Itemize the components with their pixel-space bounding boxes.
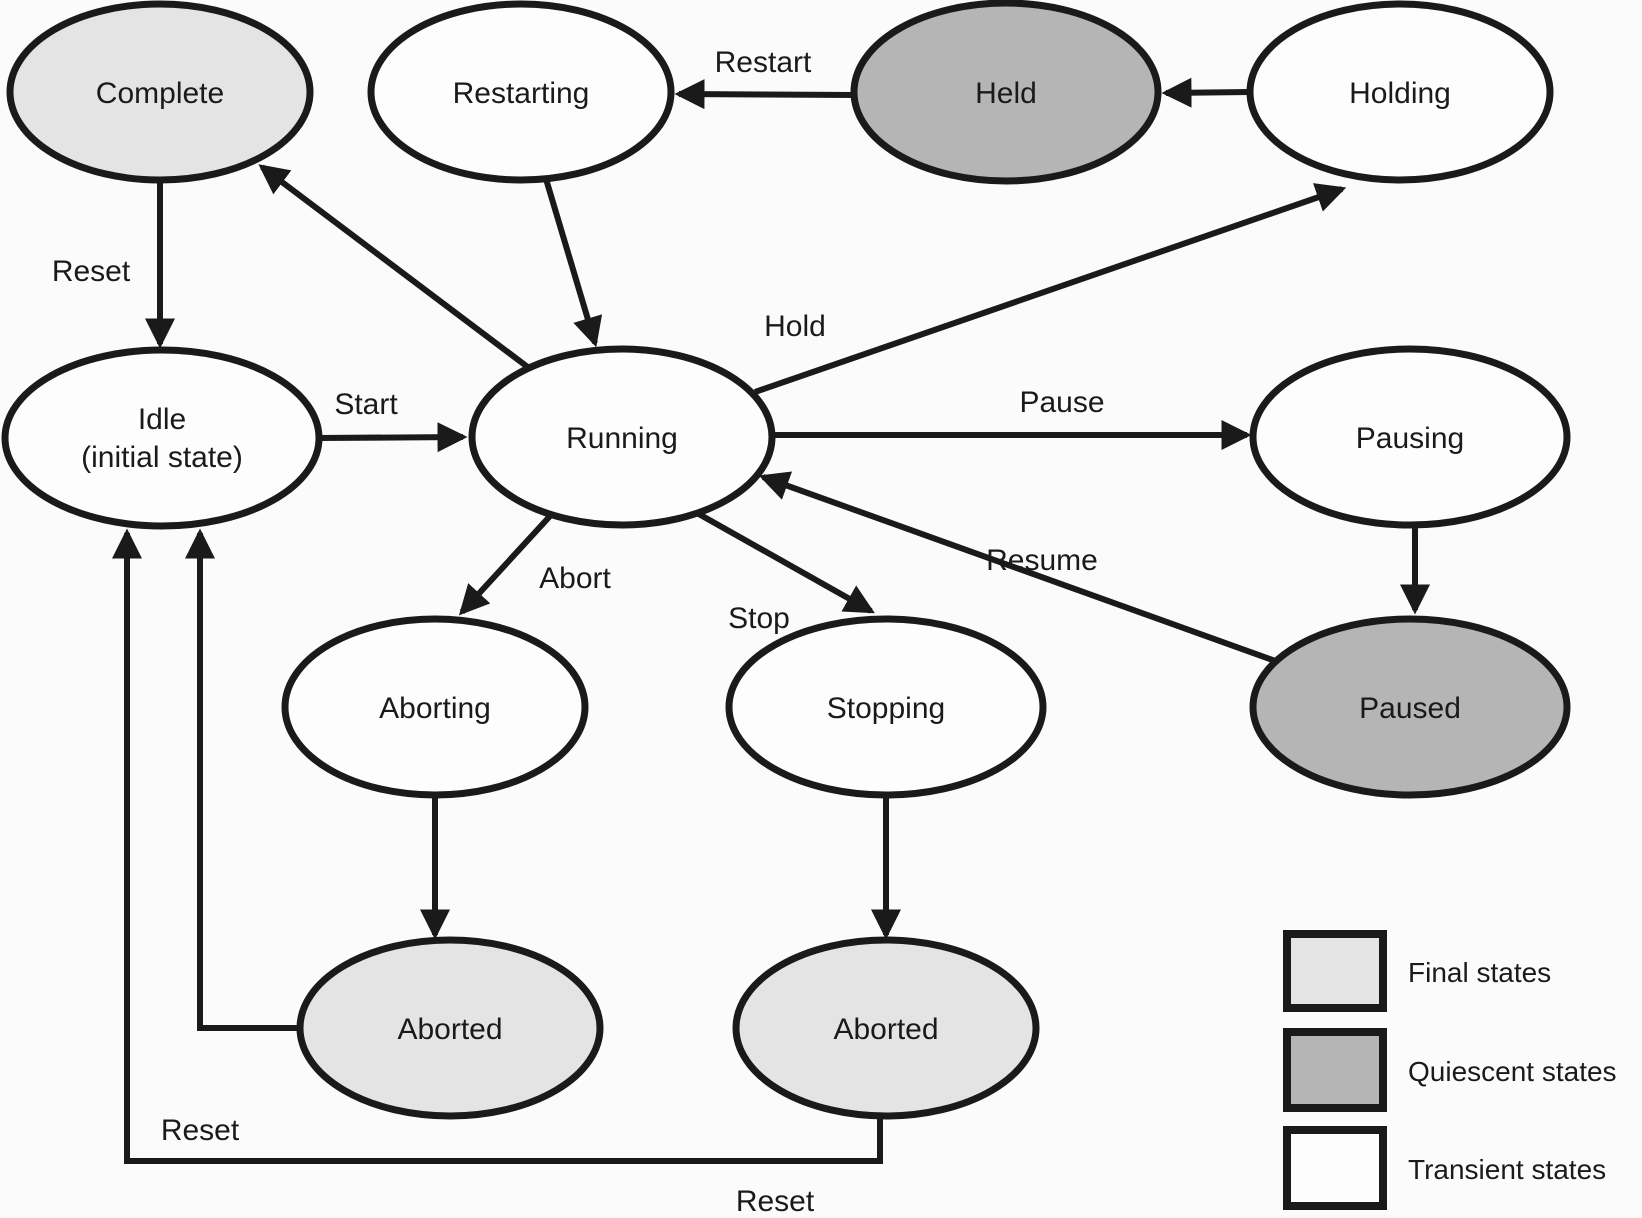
- transition-label-hold: Hold: [764, 310, 826, 343]
- state-running: Running: [468, 345, 776, 529]
- legend-transient-swatch: [1283, 1126, 1387, 1210]
- legend-final-swatch: [1283, 930, 1387, 1012]
- transition-label-start: Start: [334, 388, 398, 421]
- state-aborting-label: Aborting: [379, 692, 491, 725]
- transition-aborted2-to-idle-arrow: [112, 528, 883, 1164]
- legend-quiescent-swatch: [1283, 1028, 1387, 1112]
- transition-idle-to-running-arrow: [318, 422, 468, 453]
- state-aborted-right-ellipse: [732, 936, 1040, 1120]
- transition-label-reset-complete: Reset: [52, 255, 131, 288]
- transitions: Reset Restart Hold Start Pause Resume Ab…: [52, 46, 1430, 1218]
- legend-transient-label: Transient states: [1408, 1154, 1606, 1185]
- state-held-ellipse: [850, 0, 1162, 185]
- transition-label-restart: Restart: [715, 46, 812, 79]
- transition-label-reset-stopped: Reset: [736, 1185, 815, 1218]
- legend-final-label: Final states: [1408, 957, 1551, 988]
- states: Complete Restarting Held Holding Idle (i…: [1, 0, 1571, 1120]
- state-stopping-label: Stopping: [827, 692, 945, 725]
- state-idle-label: Idle: [138, 403, 186, 436]
- state-restarting-ellipse: [367, 0, 675, 184]
- state-running-label: Running: [566, 422, 678, 455]
- state-aborted-right-label: Aborted: [833, 1013, 938, 1046]
- state-aborted-left-label: Aborted: [397, 1013, 502, 1046]
- state-stopping: Stopping: [725, 615, 1047, 799]
- state-complete-label: Complete: [96, 77, 224, 110]
- transition-holding-to-held-arrow: [1161, 77, 1251, 108]
- state-paused-ellipse: [1249, 615, 1571, 799]
- state-restarting: Restarting: [367, 0, 675, 184]
- state-aborted-right: Aborted: [732, 936, 1040, 1120]
- state-pausing: Pausing: [1249, 345, 1571, 529]
- state-aborted-left-ellipse: [296, 936, 604, 1120]
- state-pausing-ellipse: [1249, 345, 1571, 529]
- state-paused: Paused: [1249, 615, 1571, 799]
- transition-label-abort: Abort: [539, 562, 611, 595]
- state-pausing-label: Pausing: [1356, 422, 1464, 455]
- transition-label-pause: Pause: [1019, 386, 1104, 419]
- legend-quiescent-label: Quiescent states: [1408, 1056, 1617, 1087]
- state-paused-label: Paused: [1359, 692, 1461, 725]
- state-idle: Idle (initial state): [1, 346, 323, 530]
- transition-aborted-to-idle-arrow: [185, 528, 300, 1031]
- state-complete: Complete: [6, 0, 314, 184]
- state-holding-label: Holding: [1349, 77, 1451, 110]
- state-running-ellipse: [468, 345, 776, 529]
- transition-label-resume: Resume: [986, 544, 1098, 577]
- transition-running-to-aborting-arrow: [458, 512, 554, 616]
- transition-label-reset-aborted: Reset: [161, 1114, 240, 1147]
- transition-paused-to-running-arrow: [758, 471, 1283, 666]
- state-aborting-ellipse: [281, 615, 589, 799]
- transition-running-to-complete-arrow: [258, 164, 531, 371]
- state-held-label: Held: [975, 77, 1037, 110]
- legend: Final states Quiescent states Transient …: [1283, 930, 1617, 1210]
- transition-running-to-stopping-arrow: [695, 510, 875, 614]
- state-complete-ellipse: [6, 0, 314, 184]
- state-stopping-ellipse: [725, 615, 1047, 799]
- transition-restarting-to-running-arrow: [543, 178, 603, 348]
- state-aborted-left: Aborted: [296, 936, 604, 1120]
- state-idle-sublabel: (initial state): [81, 441, 243, 474]
- state-aborting: Aborting: [281, 615, 589, 799]
- state-held: Held: [850, 0, 1162, 185]
- transition-running-to-holding-arrow: [754, 183, 1347, 395]
- state-holding: Holding: [1246, 0, 1554, 184]
- state-restarting-label: Restarting: [453, 77, 590, 110]
- transition-held-to-restarting-arrow: [674, 79, 857, 110]
- state-holding-ellipse: [1246, 0, 1554, 184]
- transition-label-stop: Stop: [728, 602, 790, 635]
- state-idle-ellipse: [1, 346, 323, 530]
